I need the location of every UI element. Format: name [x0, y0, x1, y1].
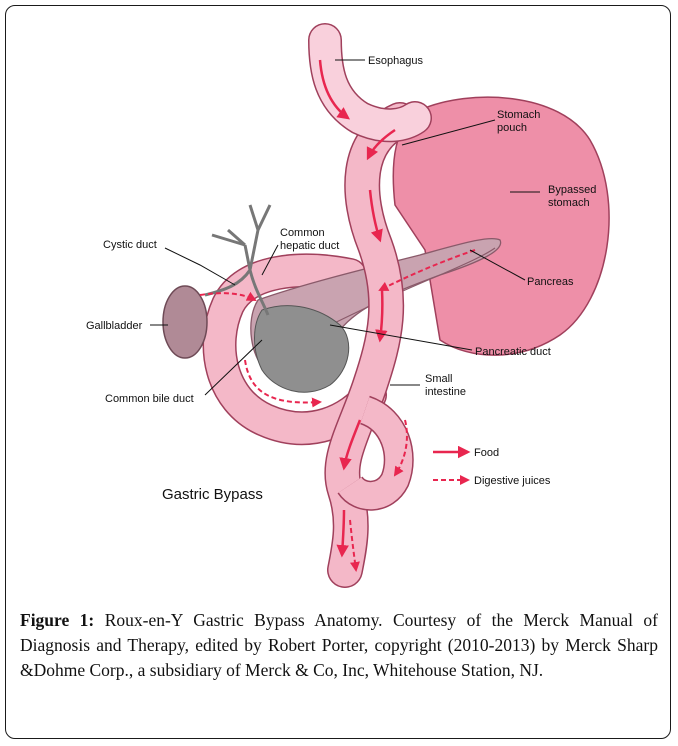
- caption-label: Figure 1:: [20, 610, 94, 630]
- esophagus-inner: [325, 40, 415, 125]
- label-stomach-pouch-1: Stomach: [497, 109, 540, 121]
- gallbladder: [163, 286, 207, 358]
- label-common-hepatic-1: Common: [280, 227, 325, 239]
- label-common-bile-duct: Common bile duct: [105, 393, 194, 405]
- figure-caption: Figure 1: Roux-en-Y Gastric Bypass Anato…: [20, 608, 658, 683]
- label-small-intestine-1: Small: [425, 373, 453, 385]
- label-small-intestine-2: intestine: [425, 386, 466, 398]
- legend-juice-label: Digestive juices: [474, 475, 551, 487]
- diagram-title: Gastric Bypass: [162, 486, 263, 503]
- caption-text: Roux-en-Y Gastric Bypass Anatomy. Courte…: [20, 610, 658, 680]
- label-common-hepatic-2: hepatic duct: [280, 240, 339, 252]
- label-pancreas: Pancreas: [527, 276, 574, 288]
- label-bypassed-1: Bypassed: [548, 184, 596, 196]
- label-esophagus: Esophagus: [368, 55, 424, 67]
- label-stomach-pouch-2: pouch: [497, 122, 527, 134]
- gastric-bypass-diagram: Esophagus Stomach pouch Bypassed stomach…: [0, 0, 678, 600]
- label-pancreatic-duct: Pancreatic duct: [475, 346, 551, 358]
- label-bypassed-2: stomach: [548, 197, 590, 209]
- legend-food-label: Food: [474, 447, 499, 459]
- label-gallbladder: Gallbladder: [86, 320, 143, 332]
- leader-cystic: [165, 248, 235, 285]
- label-cystic-duct: Cystic duct: [103, 239, 157, 251]
- bypassed-stomach: [393, 97, 609, 355]
